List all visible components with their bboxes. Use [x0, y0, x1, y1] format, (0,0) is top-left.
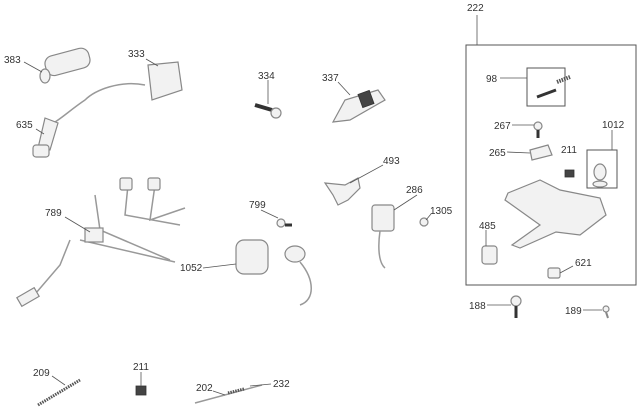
callout-222: 222	[467, 3, 484, 14]
part-209-spring	[37, 378, 81, 407]
part-383-muffler	[39, 47, 91, 84]
leader-lines	[23, 58, 613, 396]
part-98-screw-spring	[536, 75, 571, 99]
part-211-clip-a	[564, 169, 575, 178]
subkit-box-98	[526, 67, 566, 107]
callout-211-lower: 211	[133, 362, 149, 373]
part-337-spark-plug	[331, 89, 386, 123]
part-211-clip-b	[135, 385, 147, 396]
subkit-box-1012	[586, 149, 618, 189]
callout-188: 188	[469, 301, 486, 312]
callout-1305: 1305	[430, 206, 453, 217]
callout-286: 286	[406, 185, 423, 196]
callout-635: 635	[16, 120, 33, 131]
callout-labels: 222 383 333 334 337 98 635 267 1012 265 …	[4, 3, 625, 394]
callout-1052: 1052	[180, 263, 203, 274]
part-188-bolt	[510, 295, 522, 318]
part-286-module	[371, 204, 395, 269]
callout-337: 337	[322, 73, 339, 84]
part-635-spark-plug-boot	[32, 117, 59, 158]
part-493-bracket	[323, 177, 361, 206]
part-799-screw	[276, 218, 292, 228]
part-333-ignition-coil	[49, 61, 183, 126]
callout-383: 383	[4, 55, 21, 66]
kit-222-group	[465, 15, 637, 286]
part-334-bolt	[254, 103, 282, 119]
part-1012-valve	[592, 163, 608, 188]
callout-202: 202	[196, 383, 213, 394]
part-621-nut	[547, 267, 561, 279]
kit-box	[465, 44, 637, 286]
callout-621: 621	[575, 258, 592, 269]
part-485-clip	[481, 245, 498, 265]
callout-333: 333	[128, 49, 145, 60]
callout-1012: 1012	[602, 120, 625, 131]
callout-209: 209	[33, 368, 50, 379]
part-202-rod	[194, 384, 263, 404]
part-265-bracket	[529, 144, 553, 161]
callout-485: 485	[479, 221, 496, 232]
callout-493: 493	[383, 156, 400, 167]
callout-232: 232	[273, 379, 290, 390]
callout-98: 98	[486, 74, 498, 85]
part-189-screw	[602, 305, 610, 319]
callout-799: 799	[249, 200, 266, 211]
callout-265: 265	[489, 148, 506, 159]
callout-189: 189	[565, 306, 582, 317]
part-267-screw	[533, 121, 543, 138]
part-1052-solenoid	[235, 239, 312, 306]
callout-211: 211	[561, 145, 577, 156]
part-789-wire-harness	[16, 177, 186, 308]
part-control-plate	[504, 179, 607, 249]
callout-334: 334	[258, 71, 275, 82]
callout-267: 267	[494, 121, 511, 132]
callout-789: 789	[45, 208, 62, 219]
